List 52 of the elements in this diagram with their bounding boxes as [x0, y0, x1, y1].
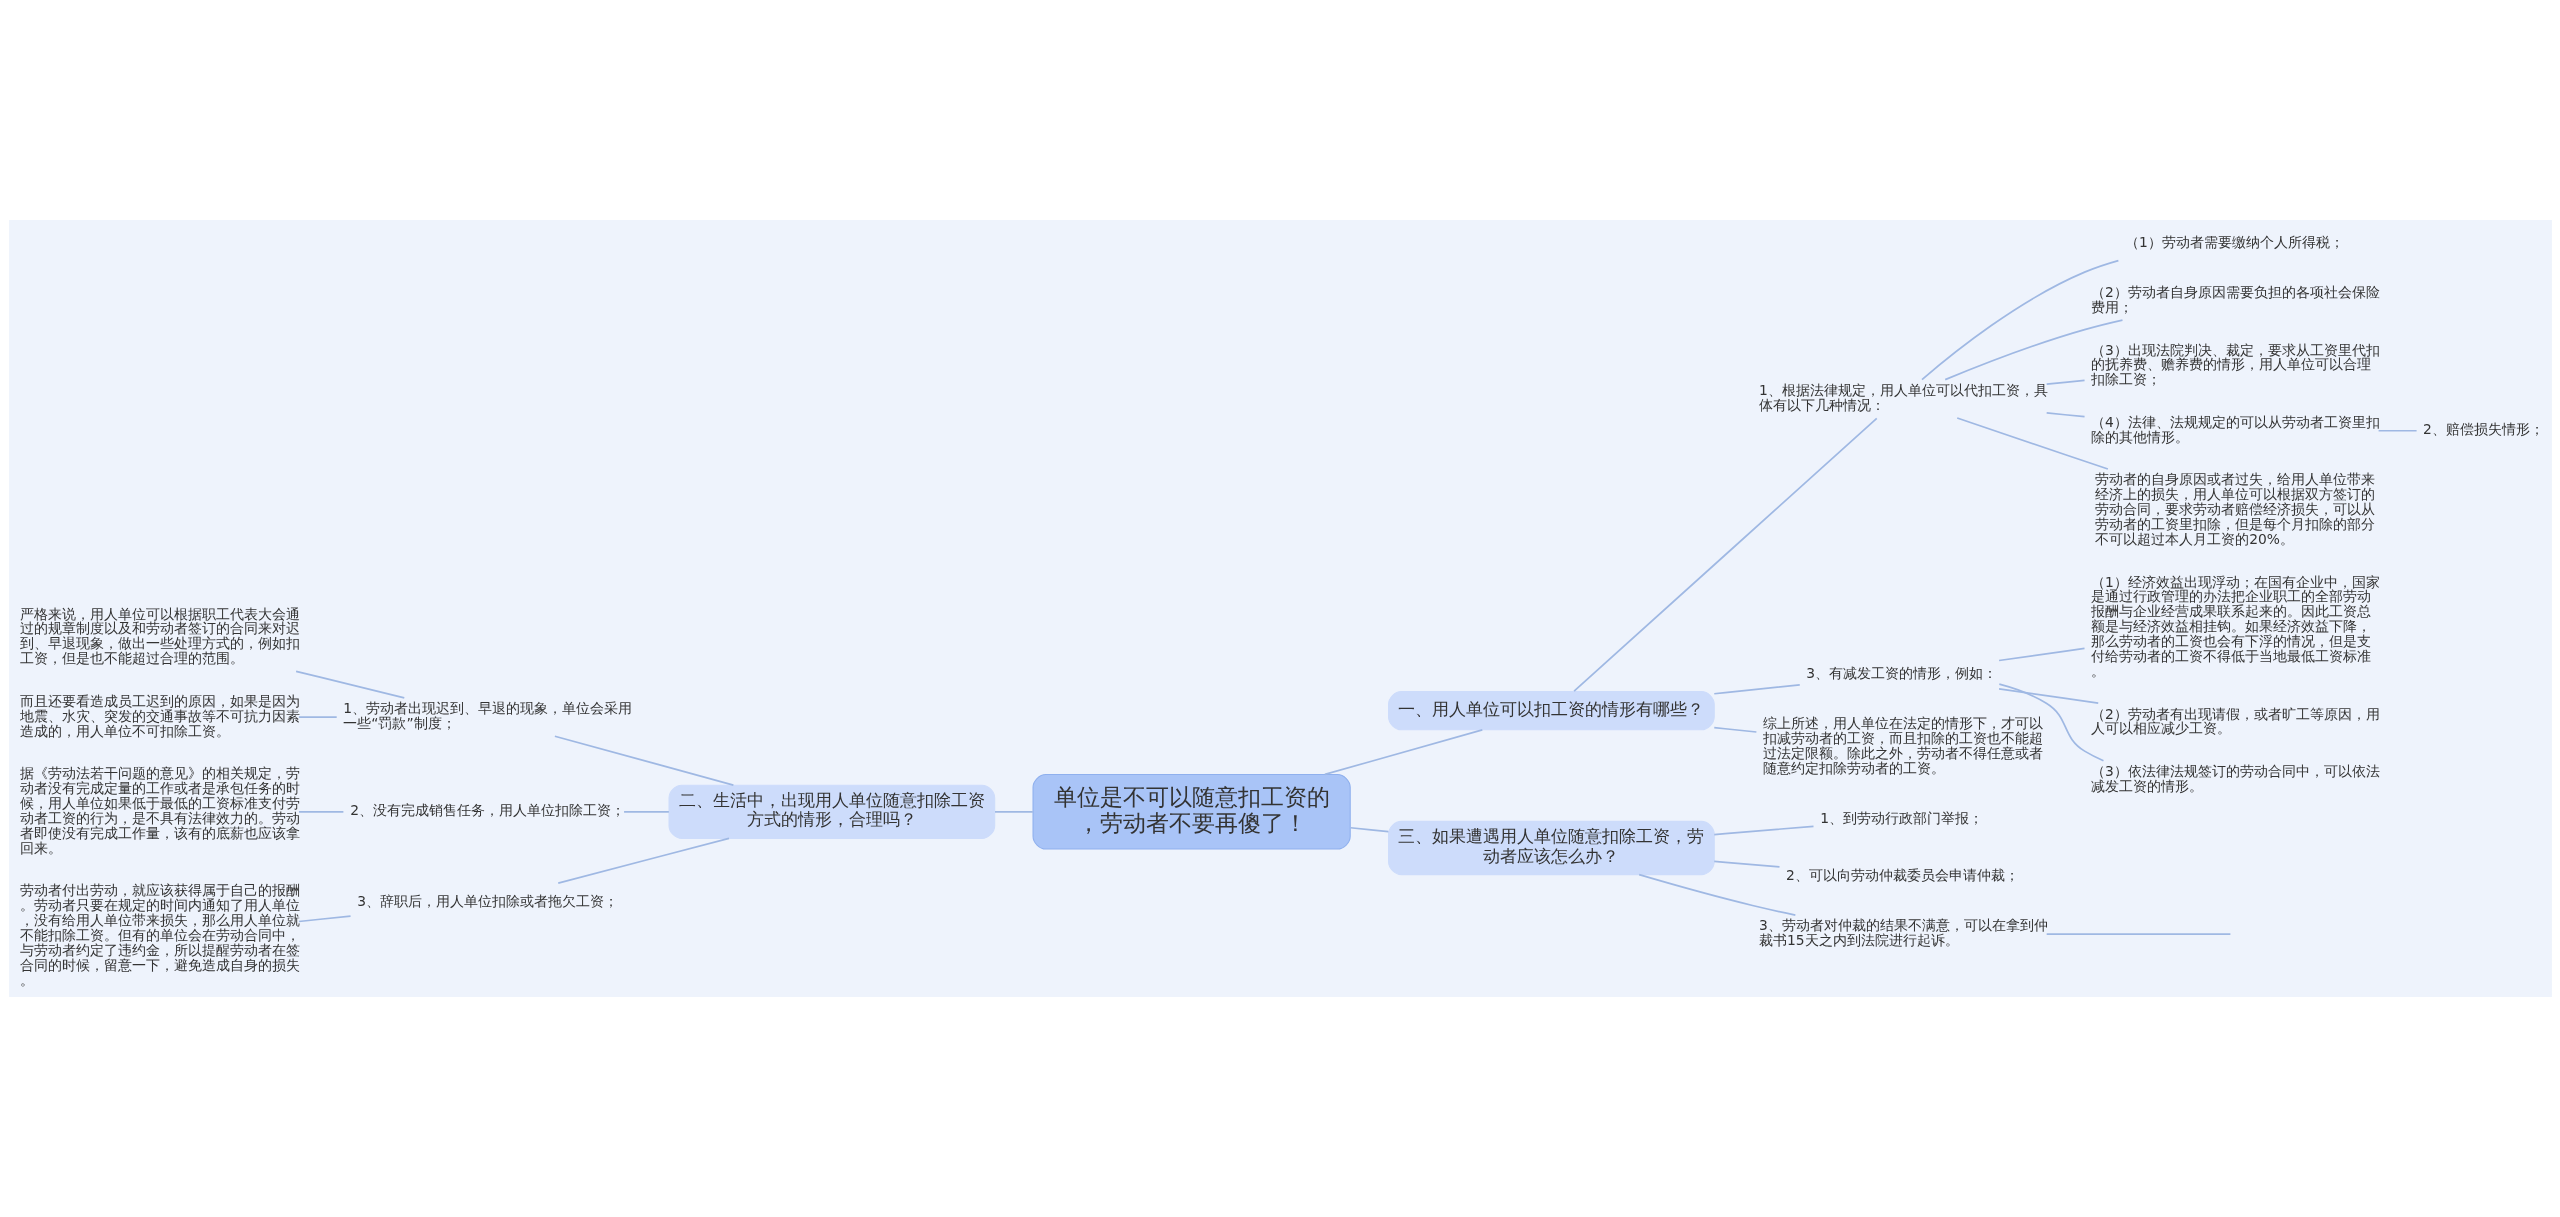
connector — [622, 810, 670, 813]
connector — [297, 716, 338, 718]
connector — [1712, 860, 1780, 868]
node-text: 2、没有完成销售任务，用人单位扣除工资； — [349, 802, 625, 819]
node-text: 严格来说，用人单位可以根据职工代表大会通过的规章制度以及和劳动者签订的合同来对迟到、早退现象，做出一些处理方式的，例如扣工资，但是也不能超过合理的范围。 — [19, 605, 300, 667]
connector — [993, 810, 1034, 813]
node-text: 劳动者的自身原因或者过失，给用人单位带来经济上的损失，用人单位可以根据双方签订的劳动合同，要求劳动者赔偿经济损失，可以从劳动者的工资里扣除，但是每个月扣除的部分不可以超过本人月工资的20%。 — [2094, 471, 2375, 547]
connector — [1572, 417, 1878, 692]
connector — [2045, 933, 2231, 936]
connector — [1920, 259, 2119, 381]
node-text: （1）劳动者需要缴纳个人所得税； — [2124, 234, 2344, 251]
node-text: 而且还要看造成员工迟到的原因，如果是因为地震、水灾、突发的交通事故等不可抗力因素造成的，用人单位不可扣除工资。 — [19, 692, 300, 739]
node-text: 据《劳动法若干问题的意见》的相关规定，劳动者没有完成定量的工作或者是承包任务的时候，用人单位如果低于最低的工资标准支付劳动者工资的行为，是不具有法律效力的。劳动者即使没有完成工作量，该有的底薪也应该拿回来。 — [19, 765, 300, 856]
connector — [297, 810, 344, 813]
node-text: （1）经济效益出现浮动；在国有企业中，国家是通过行政管理的办法把企业职工的全部劳动报酬与企业经营成果联系起来的。因此工资总额是与经济效益相挂钩。如果经济效益下降，那么劳动者的工资也会有下浮的情况，但是支付给劳动者的工资不得低于当地最低工资标准。 — [2090, 573, 2380, 679]
node-text: 劳动者付出劳动，就应该获得属于自己的报酬。劳动者只要在规定的时间内通知了用人单位，没有给用人单位带来损失，那么用人单位就不能扣除工资。但有的单位会在劳动合同中，与劳动者约定了违约金，所以提醒劳动者在签合同的时候，留意一下，避免造成自身的损失。 — [19, 882, 300, 988]
node-text: 2、可以向劳动仲裁委员会申请仲裁； — [1785, 867, 2019, 884]
node-text: （2）劳动者有出现请假，或者旷工等原因，用人可以相应减少工资。 — [2090, 705, 2380, 737]
connector — [1637, 873, 1796, 916]
connector — [1349, 826, 1389, 833]
node-box: 三、如果遭遇用人单位随意扣除工资，劳动者应该怎么办？ — [1387, 820, 1715, 876]
connector — [1943, 319, 2123, 381]
node-text: （3）依法律法规签订的劳动合同中，可以依法减发工资的情形。 — [2090, 763, 2380, 794]
node-box: 一、用人单位可以扣工资的情形有哪些？ — [1387, 691, 1715, 731]
connector — [1712, 825, 1814, 836]
connector — [2377, 429, 2417, 432]
node-text: 1、到劳动行政部门举报； — [1819, 809, 1983, 826]
connector — [1712, 726, 1757, 733]
node-text: 3、劳动者对仲裁的结果不满意，可以在拿到仲裁书15天之内到法院进行起诉。 — [1758, 917, 2048, 949]
connector — [1955, 417, 2109, 470]
connector — [294, 670, 405, 699]
connector — [1997, 647, 2085, 662]
node-text: 3、有减发工资的情形，例如： — [1805, 665, 1997, 682]
node-text: 综上所述，用人单位在法定的情形下，才可以扣减劳动者的工资，而且扣除的工资也不能超过法定限额。除此之外，劳动者不得任意或者随意约定扣除劳动者的工资。 — [1762, 715, 2043, 776]
node-text: 3、辞职后，用人单位扣除或者拖欠工资； — [356, 892, 618, 909]
node-text: 1、劳动者出现迟到、早退的现象，单位会采用一些“罚款”制度； — [342, 700, 632, 732]
node-text: （3）出现法院判决、裁定，要求从工资里代扣的抚养费、赡养费的情形，用人单位可以合理扣除工资； — [2090, 341, 2380, 388]
node-text: 2、赔偿损失情形； — [2422, 421, 2544, 438]
connector — [553, 735, 734, 786]
connector — [1323, 729, 1483, 776]
connector — [2045, 379, 2085, 386]
node-text: （4）法律、法规规定的可以从劳动者工资里扣除的其他情形。 — [2090, 413, 2380, 445]
connector — [297, 915, 351, 923]
connector — [1998, 683, 2104, 762]
node-box: 二、生活中，出现用人单位随意扣除工资方式的情形，合理吗？ — [668, 784, 995, 839]
connector — [556, 837, 730, 884]
node-text: 1、根据法律规定，用人单位可以代扣工资，具体有以下几种情况： — [1758, 381, 2048, 413]
connector — [1997, 687, 2099, 705]
node-box: 单位是不可以随意扣工资的，劳动者不要再傻了！ — [1032, 774, 1351, 850]
connector — [1712, 683, 1801, 695]
node-text: （2）劳动者自身原因需要负担的各项社会保险费用； — [2090, 284, 2380, 315]
connector — [2045, 412, 2085, 418]
